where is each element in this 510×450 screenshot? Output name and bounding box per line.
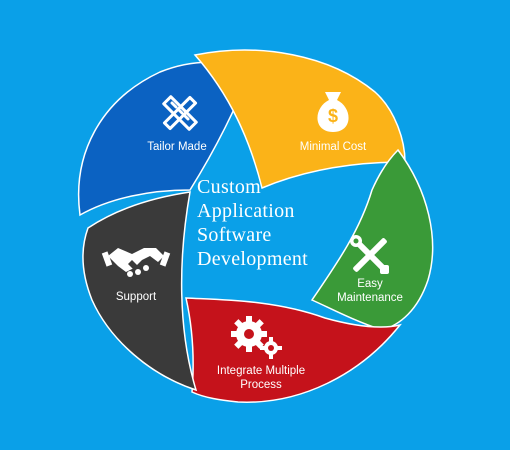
center-title: Custom Application Software Development xyxy=(197,176,309,270)
pencil-ruler-icon xyxy=(162,95,198,131)
gears-icon xyxy=(231,316,282,359)
segment-label-integrate-process: Integrate Multiple Process xyxy=(216,365,306,391)
wrench-screwdriver-icon xyxy=(350,235,389,274)
segment-label-support: Support xyxy=(115,291,157,303)
segment-label-minimal-cost: Minimal Cost xyxy=(299,141,367,153)
svg-text:$: $ xyxy=(328,106,338,126)
segment-label-easy-maintenance: Easy Maintenance xyxy=(337,278,403,304)
segment-support xyxy=(82,191,198,392)
segment-easy-maintenance xyxy=(310,148,434,331)
handshake-icon xyxy=(101,248,171,277)
money-bag-icon: $ xyxy=(317,92,349,132)
segment-label-tailor-made: Tailor Made xyxy=(147,141,207,153)
